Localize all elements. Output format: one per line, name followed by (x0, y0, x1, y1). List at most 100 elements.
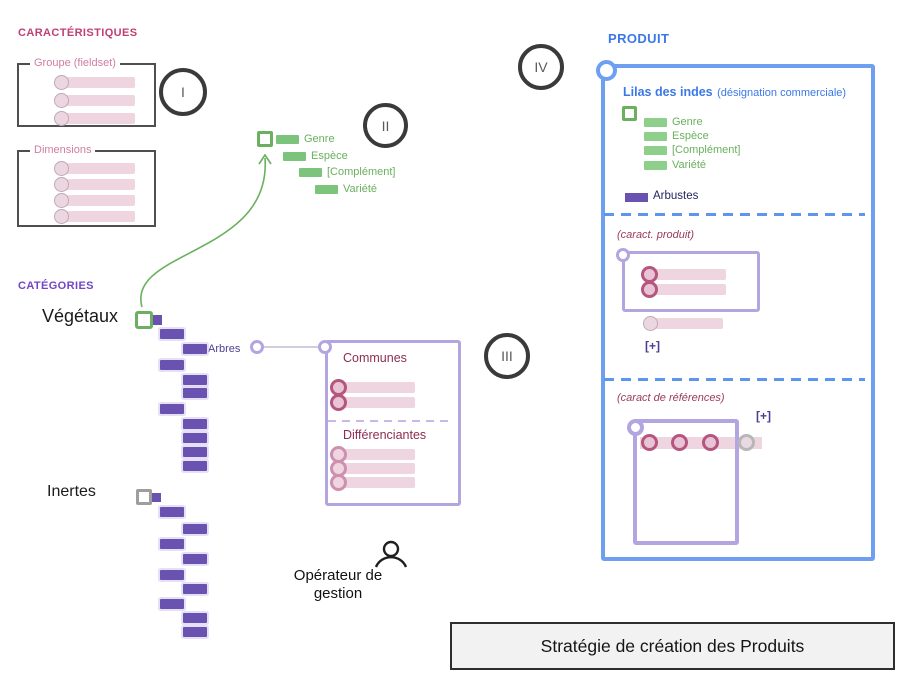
green-field-label: Variété (672, 159, 707, 171)
category-bar (160, 360, 184, 370)
reference-circle (641, 434, 658, 451)
panel-divider (604, 378, 865, 381)
field-bar (61, 211, 135, 222)
field-bar (644, 117, 667, 127)
green-field-row: [Complément] (644, 144, 740, 156)
green-field-row: [Complément] (299, 166, 395, 178)
characteristic-bar (341, 449, 415, 460)
characteristic-bar (341, 382, 415, 393)
category-bar (160, 404, 184, 414)
operator-label: Opérateur de gestion (293, 567, 383, 602)
category-bar (183, 344, 207, 354)
category-bar (160, 329, 184, 339)
dimensions-fieldset-label: Dimensions (30, 144, 96, 156)
category-bar (160, 507, 184, 517)
characteristic-circle (330, 474, 347, 491)
operator-icon (374, 540, 408, 568)
green-field-row: Variété (644, 159, 706, 171)
categories-heading: CATÉGORIES (18, 280, 94, 292)
field-circle (54, 209, 69, 224)
field-circle (54, 75, 69, 90)
category-bar (183, 375, 207, 385)
product-name: Lilas des indes (623, 85, 713, 99)
green-field-label: [Complément] (672, 144, 741, 156)
characteristic-circle (643, 316, 658, 331)
produit-heading: PRODUIT (608, 31, 670, 46)
field-bar (644, 160, 667, 170)
arbustes-label: Arbustes (653, 190, 699, 202)
category-bar (160, 539, 184, 549)
category-bar (183, 388, 207, 398)
diagram-title-banner: Stratégie de création des Produits (450, 622, 895, 670)
caract-produit-label: (caract. produit) (617, 229, 695, 241)
characteristic-bar (652, 318, 723, 329)
category-bar (183, 613, 207, 623)
characteristic-bar (341, 397, 415, 408)
field-bar (315, 184, 338, 194)
groupe-fieldset: Groupe (fieldset) (17, 57, 156, 127)
numeral-circle-4: IV (518, 44, 564, 90)
green-field-label: Variété (343, 183, 378, 195)
green-field-row: Espèce (283, 150, 348, 162)
category-bar (183, 461, 207, 471)
category-bar (183, 447, 207, 457)
box-divider (328, 420, 453, 422)
green-field-label: Genre (304, 133, 335, 145)
connector-node (250, 340, 264, 354)
product-designation: (désignation commerciale) (717, 87, 847, 99)
green-field-label: [Complément] (327, 166, 396, 178)
category-bar (183, 419, 207, 429)
flow-arrow-curve (139, 157, 266, 308)
arbustes-bar (625, 193, 648, 202)
characteristics-box (325, 340, 461, 506)
product-name-line: Lilas des indes (désignation commerciale… (623, 83, 846, 101)
field-bar (644, 145, 667, 155)
groupe-fieldset-label: Groupe (fieldset) (30, 57, 120, 69)
green-field-row: Variété (315, 183, 377, 195)
green-field-row: Genre (644, 116, 703, 128)
field-bar (61, 179, 135, 190)
arrowhead-icon (258, 153, 272, 165)
inertes-square-node (136, 489, 152, 505)
characteristic-bar (341, 477, 415, 488)
characteristic-circle (641, 281, 658, 298)
caracteristiques-heading: CARACTÉRISTIQUES (18, 27, 138, 39)
reference-circle (671, 434, 688, 451)
green-field-label: Espèce (672, 130, 709, 142)
category-bar (183, 627, 207, 637)
characteristic-bar (341, 463, 415, 474)
field-bar (61, 77, 135, 88)
category-inertes-label: Inertes (47, 483, 96, 500)
category-vegetaux-label: Végétaux (42, 306, 119, 326)
connector-node (318, 340, 332, 354)
caract-produit-box (622, 251, 760, 312)
connector-node (596, 60, 617, 81)
category-arbres-label: Arbres (208, 343, 241, 355)
genre-square-node (257, 131, 273, 147)
field-circle (54, 193, 69, 208)
category-bar (183, 524, 207, 534)
green-field-row: Espèce (644, 130, 709, 142)
characteristic-bar (652, 269, 726, 280)
numeral-circle-3: III (484, 333, 530, 379)
connector-node (627, 419, 644, 436)
characteristic-circle (330, 394, 347, 411)
genre-square-node (622, 106, 637, 121)
numeral-circle-2: II (363, 103, 408, 148)
category-bar (149, 315, 162, 325)
field-circle (54, 93, 69, 108)
field-bar (61, 195, 135, 206)
category-bar (160, 570, 184, 580)
add-caract-produit-button[interactable]: [+] (645, 339, 660, 353)
dimensions-fieldset: Dimensions (17, 144, 156, 227)
category-bar (183, 554, 207, 564)
green-field-row: Genre (276, 133, 335, 145)
field-bar (299, 167, 322, 177)
vegetaux-square-node (135, 311, 153, 329)
numeral-circle-1: I (159, 68, 207, 116)
add-caract-references-button[interactable]: [+] (756, 409, 771, 423)
caract-references-box (633, 419, 739, 545)
category-bar (183, 433, 207, 443)
green-field-label: Genre (672, 116, 703, 128)
green-field-label: Espèce (311, 150, 348, 162)
